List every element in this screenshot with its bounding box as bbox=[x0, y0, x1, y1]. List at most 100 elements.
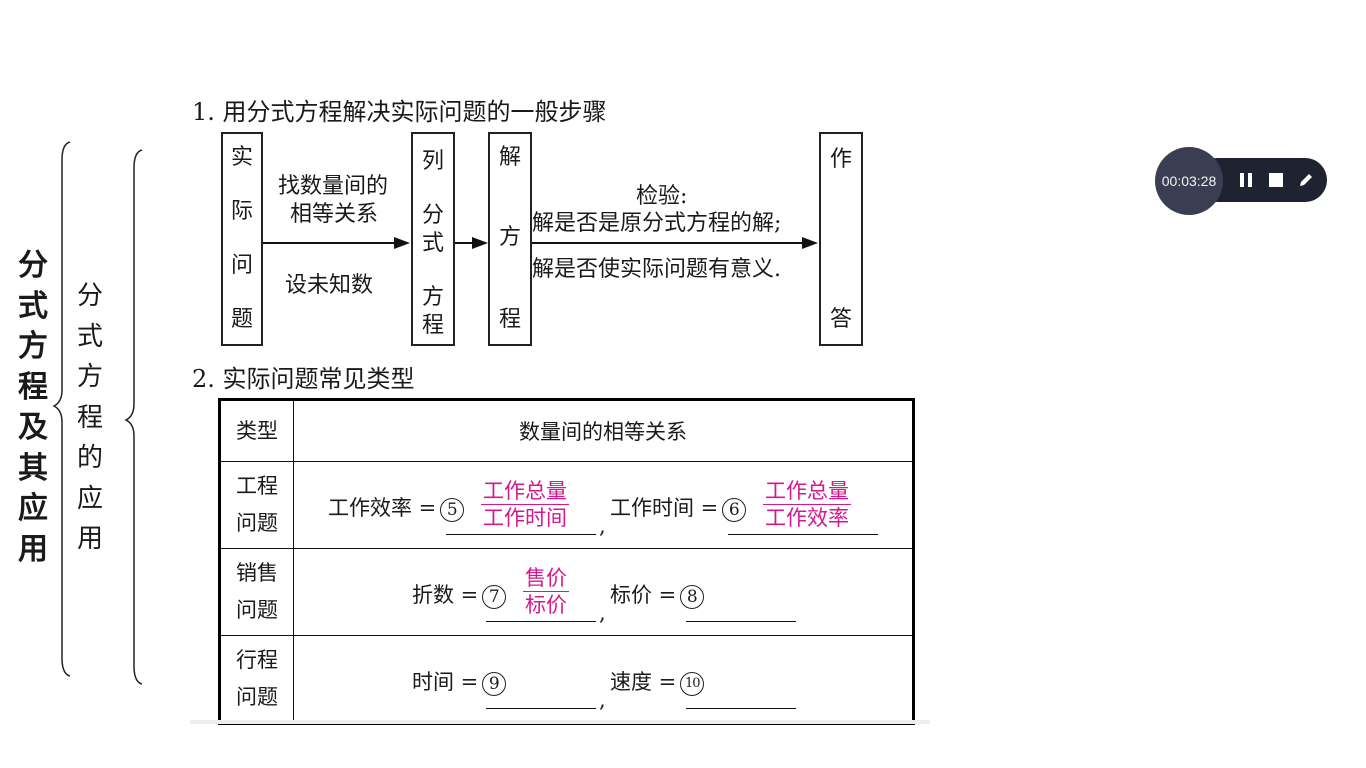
title-char: 分 bbox=[18, 248, 48, 283]
relation-right: 速度 =10 bbox=[610, 666, 705, 696]
relation-right: 工作时间 =6 bbox=[610, 492, 747, 522]
fraction-numerator: 工作总量 bbox=[763, 479, 851, 505]
relation-cell: 折数 =7 售价 标价 , 标价 =8 bbox=[293, 548, 914, 636]
relation-cell: 工作效率 =5 工作总量 工作时间 , 工作时间 =6 工作总量 工作效率 bbox=[293, 461, 914, 549]
arrow1-label-line1: 找数量间的 bbox=[278, 174, 389, 199]
header-relation: 数量间的相等关系 bbox=[293, 399, 914, 462]
pause-button[interactable] bbox=[1237, 171, 1255, 189]
header-type: 类型 bbox=[219, 399, 294, 462]
title-char: 用 bbox=[76, 524, 103, 554]
answer-blank-7[interactable] bbox=[486, 621, 596, 622]
row-type-engineering: 工程 问题 bbox=[219, 461, 294, 549]
annotate-pen-button[interactable] bbox=[1297, 171, 1315, 189]
stop-button[interactable] bbox=[1267, 171, 1285, 189]
step-char: 程 bbox=[421, 313, 444, 338]
comma: , bbox=[599, 514, 606, 538]
type-line: 销售 bbox=[236, 561, 278, 585]
problem-types-table: 类型 数量间的相等关系 工程 问题 工作效率 =5 工作总量 工作时间 , 工作… bbox=[218, 398, 915, 725]
blank-number: 10 bbox=[680, 671, 705, 696]
step-char: 分 bbox=[421, 203, 444, 228]
table-header-row: 类型 数量间的相等关系 bbox=[219, 399, 914, 462]
arrow3-label-line2: 解是否是原分式方程的解; bbox=[532, 211, 782, 236]
title-char: 应 bbox=[76, 483, 103, 514]
title-char: 方 bbox=[18, 329, 48, 364]
answer-fraction: 工作总量 工作效率 bbox=[763, 478, 851, 531]
fraction-denominator: 标价 bbox=[525, 593, 567, 617]
subtopic-title: 分 式 方 程 的 应 用 bbox=[72, 276, 108, 560]
fraction-numerator: 工作总量 bbox=[481, 479, 569, 505]
answer-blank-5[interactable] bbox=[446, 534, 596, 535]
arrow2-line bbox=[455, 242, 475, 244]
title-char: 式 bbox=[18, 288, 48, 324]
answer-blank-6[interactable] bbox=[728, 534, 878, 535]
answer-fraction: 售价 标价 bbox=[523, 565, 569, 618]
title-char: 其 bbox=[18, 450, 48, 486]
title-char: 式 bbox=[76, 321, 103, 352]
step-answer: 作 答 bbox=[819, 132, 863, 346]
type-line: 行程 bbox=[236, 648, 278, 672]
arrow3-bottom-label: 解是否使实际问题有意义. bbox=[532, 257, 781, 282]
relation-left: 时间 =9 bbox=[412, 666, 507, 696]
step-char: 答 bbox=[829, 307, 852, 332]
relation-right: 标价 =8 bbox=[610, 579, 705, 609]
title-char: 分 bbox=[76, 281, 103, 311]
step-char: 方 bbox=[498, 225, 521, 250]
step-char: 程 bbox=[498, 307, 521, 332]
comma: , bbox=[599, 601, 606, 625]
step-solve-equation: 解 方 程 bbox=[488, 132, 532, 346]
section1-heading: 1. 用分式方程解决实际问题的一般步骤 bbox=[192, 98, 607, 126]
row-type-sales: 销售 问题 bbox=[219, 548, 294, 636]
title-char: 方 bbox=[76, 362, 103, 392]
section2-heading: 2. 实际问题常见类型 bbox=[192, 365, 415, 393]
title-char: 程 bbox=[76, 402, 103, 433]
type-line: 问题 bbox=[236, 598, 278, 622]
relation-label: 标价 = bbox=[610, 583, 677, 607]
arrow3-label-check: 检验: bbox=[636, 184, 688, 209]
title-char: 应 bbox=[18, 491, 48, 526]
arrow2-head-icon bbox=[472, 237, 488, 249]
type-line: 问题 bbox=[236, 685, 278, 709]
title-char: 程 bbox=[18, 369, 48, 405]
fraction-denominator: 工作效率 bbox=[765, 506, 849, 530]
step-char: 作 bbox=[829, 147, 852, 172]
arrow1-label-line2: 相等关系 bbox=[290, 202, 379, 227]
step-char: 列 bbox=[421, 149, 444, 174]
screen-recorder-widget: 00:03:28 bbox=[1155, 147, 1327, 215]
comma: , bbox=[599, 688, 606, 712]
arrow1-head-icon bbox=[394, 237, 410, 249]
blank-number: 8 bbox=[680, 584, 705, 609]
step-char: 题 bbox=[230, 307, 253, 332]
table-row: 销售 问题 折数 =7 售价 标价 , 标价 =8 bbox=[219, 548, 914, 636]
type-line: 工程 bbox=[236, 474, 278, 498]
main-topic-title: 分 式 方 程 及 其 应 用 bbox=[14, 246, 52, 570]
blank-number: 5 bbox=[440, 497, 465, 522]
title-char: 用 bbox=[18, 531, 48, 567]
arrow3-line bbox=[532, 242, 804, 244]
relation-left: 工作效率 =5 bbox=[328, 492, 465, 522]
step-char: 解 bbox=[498, 145, 521, 170]
outer-brace bbox=[52, 141, 71, 677]
step-char: 方 bbox=[421, 285, 444, 310]
fraction-numerator: 售价 bbox=[523, 566, 569, 592]
table-row: 工程 问题 工作效率 =5 工作总量 工作时间 , 工作时间 =6 工作总量 工… bbox=[219, 461, 914, 549]
relation-label: 折数 = bbox=[412, 583, 479, 607]
blank-number: 6 bbox=[722, 497, 747, 522]
blank-number: 9 bbox=[482, 671, 507, 696]
row-type-travel: 行程 问题 bbox=[219, 635, 294, 724]
step-write-equation: 列 分 式 方 程 bbox=[411, 132, 455, 346]
pause-icon bbox=[1240, 173, 1252, 187]
answer-blank-8[interactable] bbox=[686, 621, 796, 622]
blank-number: 7 bbox=[482, 584, 507, 609]
relation-label: 工作时间 = bbox=[610, 496, 719, 520]
page-edge bbox=[190, 720, 930, 724]
answer-blank-9[interactable] bbox=[486, 708, 596, 709]
stop-icon bbox=[1269, 173, 1283, 187]
relation-label: 速度 = bbox=[610, 670, 677, 694]
type-line: 问题 bbox=[236, 511, 278, 535]
step-char: 问 bbox=[230, 253, 253, 278]
title-char: 及 bbox=[18, 410, 48, 445]
recording-timer: 00:03:28 bbox=[1155, 147, 1223, 215]
relation-label: 时间 = bbox=[412, 670, 479, 694]
relation-label: 工作效率 = bbox=[328, 496, 437, 520]
answer-blank-10[interactable] bbox=[686, 708, 796, 709]
